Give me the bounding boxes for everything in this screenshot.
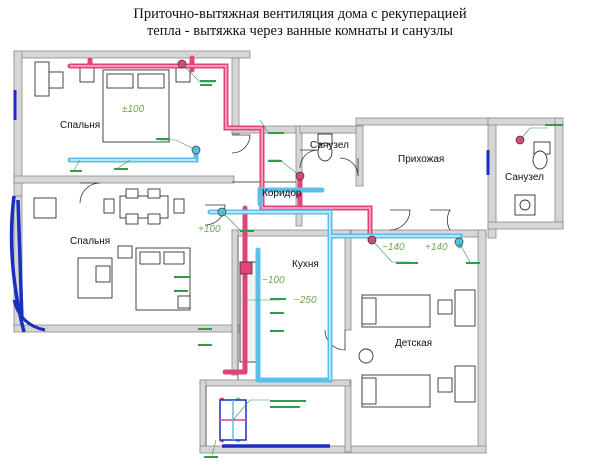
furniture	[33, 61, 551, 408]
flow-label-bedroom-top: ±100	[122, 104, 145, 115]
flow-label-hall-supply: +140	[425, 242, 448, 253]
room-label-kids-room: Детская	[395, 338, 432, 349]
room-label-bathroom-right: Санузел	[505, 172, 544, 183]
title-line-1: Приточно-вытяжная вентиляция дома с реку…	[133, 6, 467, 22]
flow-label-hall-exhaust: −140	[382, 242, 405, 253]
equipment-tags	[70, 80, 563, 458]
room-label-corridor: Коридор	[262, 188, 302, 199]
room-label-kitchen: Кухня	[292, 259, 319, 270]
room-label-hallway: Прихожая	[398, 154, 444, 165]
flow-label-bedroom-left: +100	[198, 224, 221, 235]
walls	[13, 50, 564, 454]
room-label-bedroom-left: Спальня	[70, 236, 110, 247]
title-line-2: тепла - вытяжка через ванные комнаты и с…	[146, 23, 454, 39]
supply-duct-highlights	[70, 159, 460, 380]
diagram-title: Приточно-вытяжная вентиляция дома с реку…	[0, 6, 600, 40]
room-label-bathroom-small: Санузел	[310, 140, 349, 151]
flow-label-kitchen-main: −250	[294, 295, 317, 306]
exhaust-duct-highlights	[70, 65, 371, 240]
room-label-bedroom-top: Спальня	[60, 120, 100, 131]
windows	[9, 90, 490, 448]
flow-label-kitchen-supply: −100	[262, 275, 285, 286]
